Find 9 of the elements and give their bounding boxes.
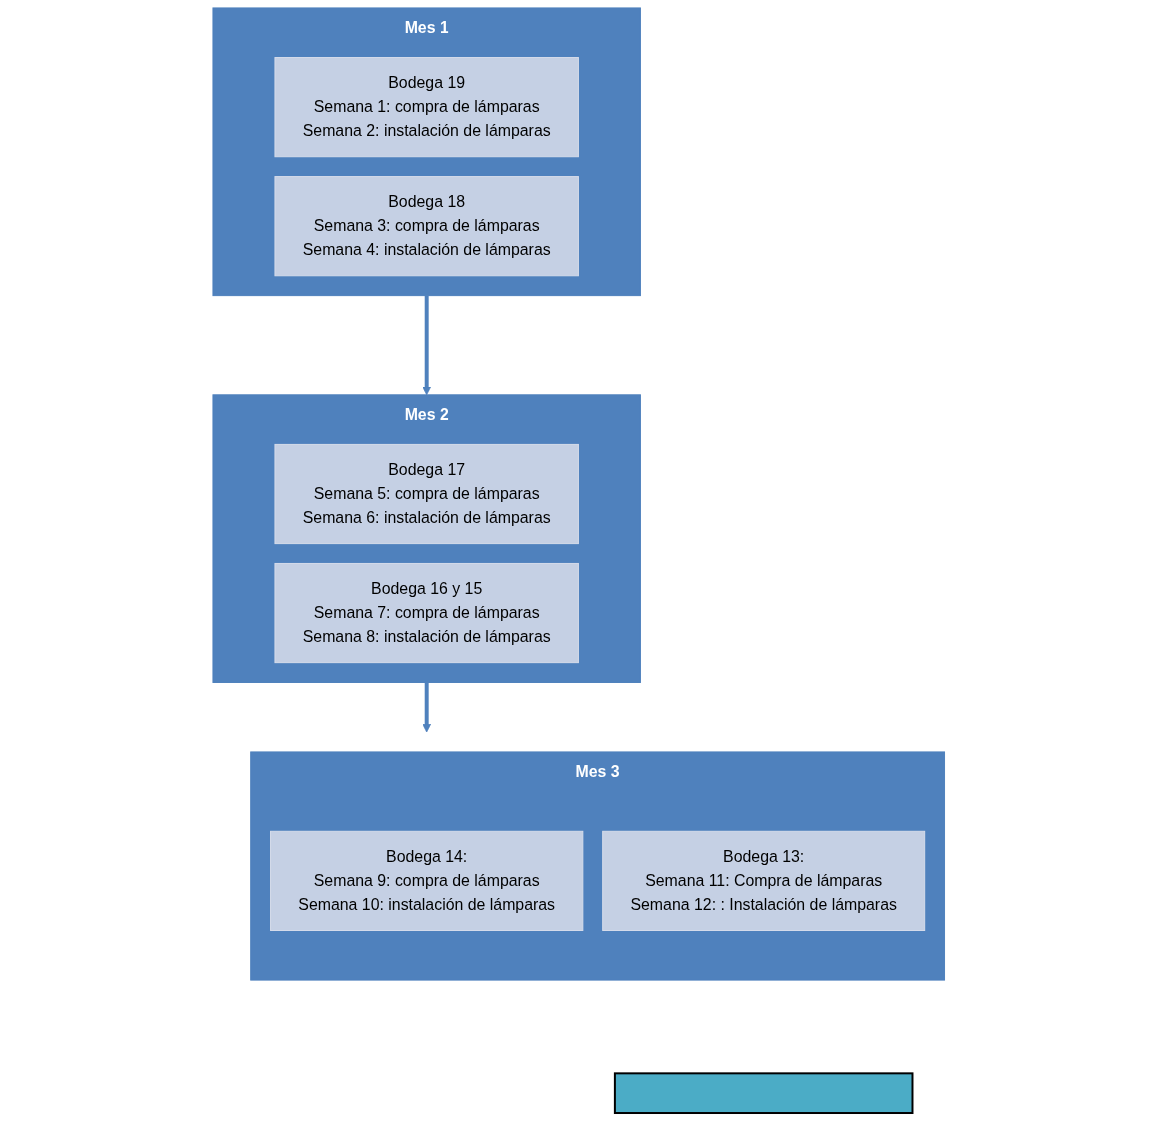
node-box: Bodega 13: Semana 11: Compra de lámparas Semana 12: : Instalación de lámparas [601,830,925,931]
node-box: Bodega 14: Semana 9: compra de lámparas Semana 10: instalación de lámparas [269,830,584,931]
node-box: Bodega 16 y 15 Semana 7: compra de lámparas Semana 8: instalación de lámparas [274,562,579,664]
node-box: Bodega 19 Semana 1: compra de lámparas Semana 2: instalación de lámparas [274,57,579,158]
node-box: Bodega 18 Semana 3: compra de lámparas Semana 4: instalación de lámparas [274,176,579,277]
arrow [422,682,431,733]
node-box: Bodega 17 Semana 5: compra de lámparas Semana 6: instalación de lámparas [274,443,579,545]
node-box [613,1072,914,1114]
arrow [422,295,431,396]
